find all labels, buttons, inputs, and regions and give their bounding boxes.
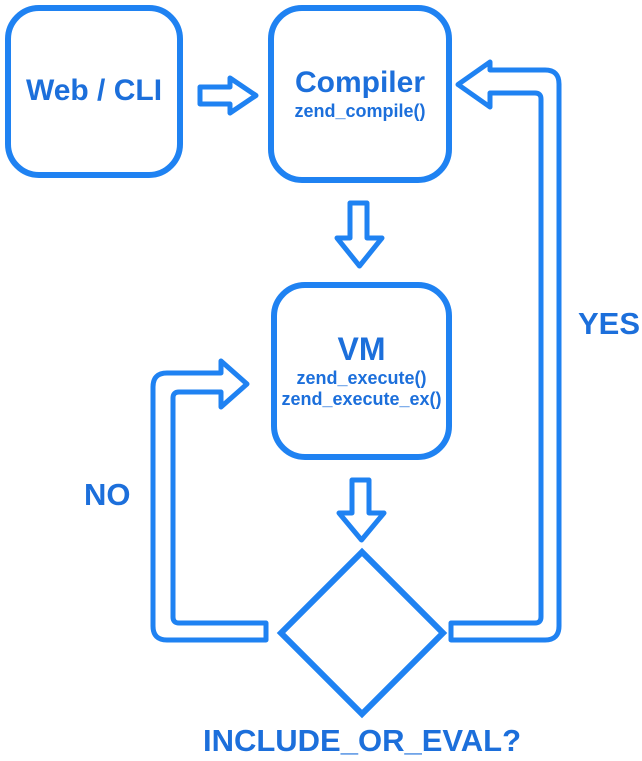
edge-label-no: NO <box>84 477 131 512</box>
node-web-cli-label: Web / CLI <box>25 74 163 108</box>
node-vm-sublabel-2: zend_execute_ex() <box>281 389 442 410</box>
node-vm: VM zend_execute() zend_execute_ex() <box>271 282 452 460</box>
node-vm-label: VM <box>337 331 386 368</box>
arrow-right-web-cli-to-compiler-icon <box>197 75 259 116</box>
node-compiler-sublabel: zend_compile() <box>294 100 426 121</box>
decision-label: INCLUDE_OR_EVAL? <box>202 723 522 758</box>
node-compiler-label: Compiler <box>294 66 426 100</box>
edge-label-yes: YES <box>578 306 641 341</box>
arrow-down-compiler-to-vm-icon <box>334 200 385 269</box>
arrow-down-vm-to-decision-icon <box>336 477 387 543</box>
node-web-cli: Web / CLI <box>5 5 183 178</box>
node-compiler: Compiler zend_compile() <box>268 5 452 183</box>
node-vm-sublabel-1: zend_execute() <box>296 368 427 389</box>
arrow-yes-loop-decision-to-compiler-icon <box>448 59 562 643</box>
decision-diamond <box>276 547 448 719</box>
arrow-no-loop-decision-to-vm-icon <box>150 358 269 643</box>
